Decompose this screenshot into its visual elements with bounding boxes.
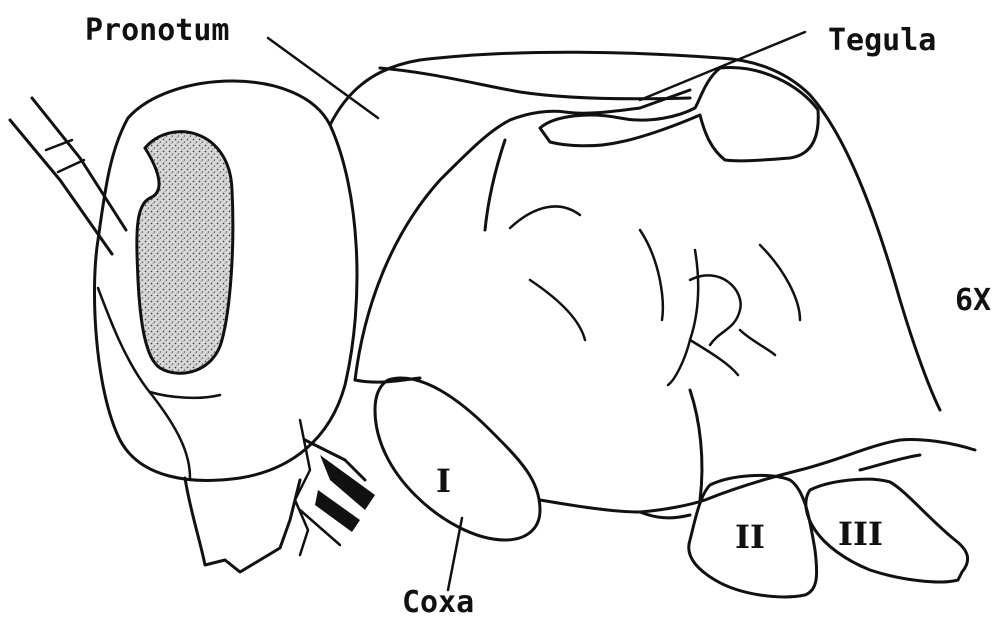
- pronotum-boundary: [380, 68, 690, 99]
- head: [94, 81, 357, 480]
- tegula: [540, 68, 818, 161]
- coxa-label: Coxa: [402, 585, 474, 620]
- coxa-1: [375, 378, 540, 590]
- coxa-3: [806, 479, 968, 582]
- coxa-3-label: III: [838, 515, 883, 553]
- thorax: [330, 52, 975, 518]
- compound-eye: [137, 132, 233, 374]
- pronotum-leader: [268, 38, 378, 118]
- thorax-outline: [330, 52, 940, 410]
- coxa-2-label: II: [735, 518, 765, 556]
- mouthparts: [185, 420, 375, 572]
- magnification-label: 6X: [955, 283, 991, 318]
- coxa-leader: [448, 518, 462, 590]
- coxa-1-label: I: [436, 462, 451, 500]
- tegula-leader: [640, 32, 805, 100]
- tegula-label: Tegula: [828, 23, 936, 58]
- pronotum-label: Pronotum: [85, 13, 230, 48]
